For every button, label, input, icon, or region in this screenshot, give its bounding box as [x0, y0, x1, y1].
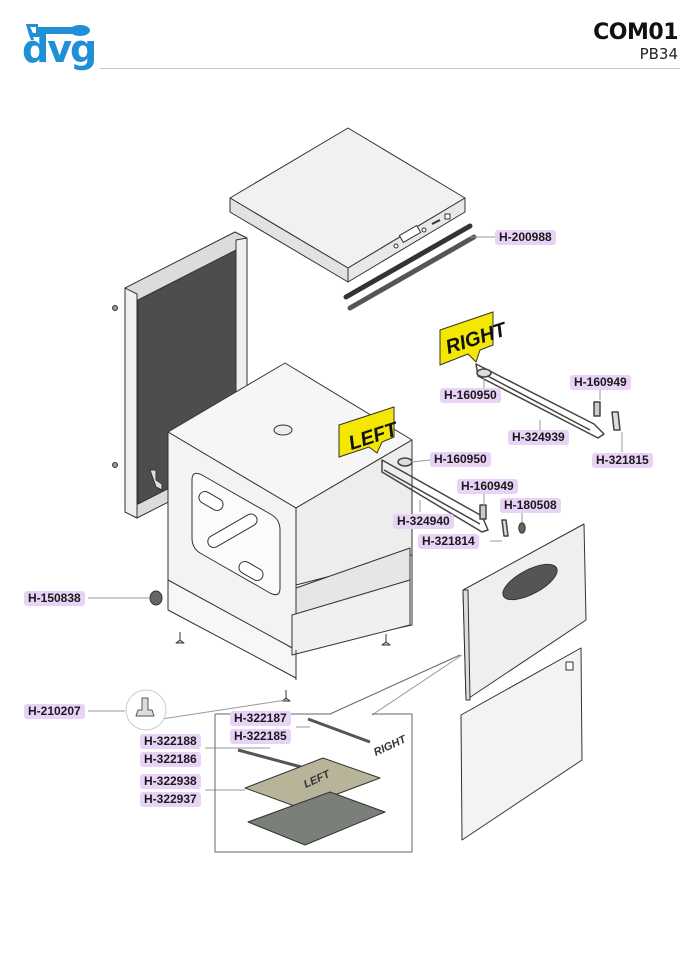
right-rack — [475, 363, 621, 439]
cabinet-body — [149, 362, 413, 702]
header-divider — [100, 68, 680, 69]
part-label-h322186[interactable]: H-322186 — [140, 752, 201, 767]
right-tag-callout — [439, 311, 494, 366]
document-code: COM01 — [593, 20, 678, 45]
part-label-h150838[interactable]: H-150838 — [24, 591, 85, 606]
part-label-h180508[interactable]: H-180508 — [500, 498, 561, 513]
front-door — [462, 523, 587, 701]
gasket-strips — [343, 223, 477, 311]
part-label-h200988[interactable]: H-200988 — [495, 230, 556, 245]
part-label-h160950-right[interactable]: H-160950 — [440, 388, 501, 403]
part-label-h322937[interactable]: H-322937 — [140, 792, 201, 807]
part-label-h322185[interactable]: H-322185 — [230, 729, 291, 744]
document-subcode: PB34 — [639, 45, 678, 63]
part-label-h160949-right[interactable]: H-160949 — [570, 375, 631, 390]
brand-name: dvg — [22, 27, 97, 71]
part-label-h160950-left[interactable]: H-160950 — [430, 452, 491, 467]
left-tag-callout — [338, 406, 395, 458]
filter-inset — [214, 654, 461, 853]
lower-panel — [460, 647, 583, 841]
left-rack — [381, 457, 526, 537]
part-label-h160949-left[interactable]: H-160949 — [457, 479, 518, 494]
part-label-h321814[interactable]: H-321814 — [418, 534, 479, 549]
part-label-h324940[interactable]: H-324940 — [393, 514, 454, 529]
part-label-h322938[interactable]: H-322938 — [140, 774, 201, 789]
leader-lines — [88, 236, 623, 791]
part-label-h322188[interactable]: H-322188 — [140, 734, 201, 749]
part-label-h210207[interactable]: H-210207 — [24, 704, 85, 719]
top-cover — [229, 127, 466, 283]
part-label-h321815[interactable]: H-321815 — [592, 453, 653, 468]
part-label-h322187[interactable]: H-322187 — [230, 711, 291, 726]
dvg-logo-icon — [26, 24, 90, 40]
part-label-h324939[interactable]: H-324939 — [508, 430, 569, 445]
